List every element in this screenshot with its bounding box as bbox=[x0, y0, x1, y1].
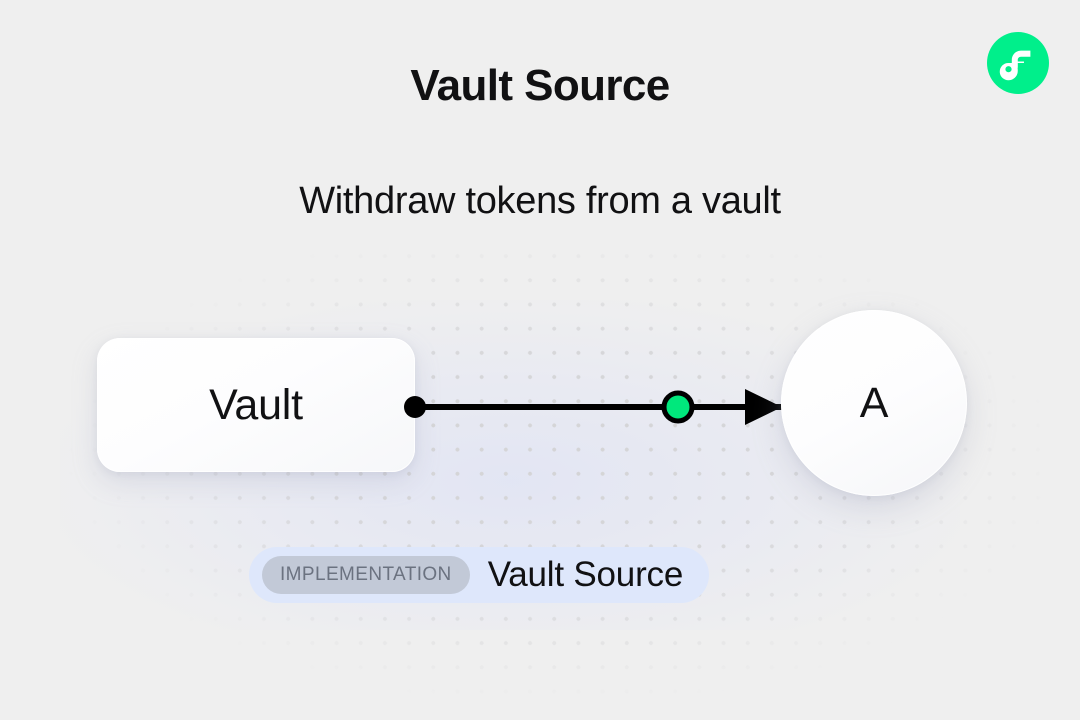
implementation-badge: IMPLEMENTATION Vault Source bbox=[249, 547, 710, 603]
page-subtitle: Withdraw tokens from a vault bbox=[299, 180, 781, 222]
edge-arrowhead-icon bbox=[745, 389, 782, 425]
implementation-name: Vault Source bbox=[487, 555, 684, 594]
flow-logo-icon bbox=[987, 32, 1049, 94]
node-a-label: A bbox=[859, 378, 889, 427]
node-vault[interactable]: Vault bbox=[97, 338, 415, 472]
page-title: Vault Source bbox=[410, 61, 670, 110]
edge-source-handle[interactable] bbox=[404, 396, 426, 418]
implementation-chip-label: IMPLEMENTATION bbox=[280, 564, 452, 585]
implementation-chip: IMPLEMENTATION bbox=[262, 556, 470, 594]
node-a[interactable]: A bbox=[781, 310, 967, 496]
edge-vault-to-a[interactable] bbox=[390, 375, 800, 441]
edge-midpoint-marker[interactable] bbox=[661, 390, 695, 424]
node-vault-label: Vault bbox=[209, 380, 303, 429]
